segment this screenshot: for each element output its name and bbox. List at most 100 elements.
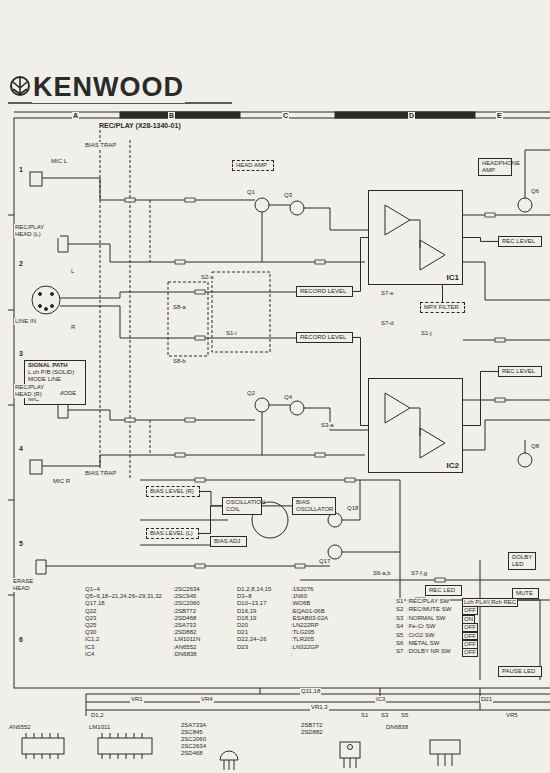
box-text: REC LED xyxy=(429,587,458,594)
part-label: S1 xyxy=(360,712,369,719)
box-text: IC2 xyxy=(447,461,459,470)
box-text: BIAS ADJ xyxy=(214,538,243,545)
part-label: Q1 xyxy=(246,189,256,196)
part-label: R xyxy=(70,324,76,331)
part-label: D20 xyxy=(236,622,249,629)
part-label: S7-d xyxy=(380,320,395,327)
part-label: Q23 xyxy=(84,615,97,622)
resistor-symbol xyxy=(125,198,135,202)
function-box: PAUSE LED xyxy=(498,666,542,677)
function-box: BIAS LEVEL (R) xyxy=(146,486,200,497)
part-label: 2SA733A 2SC845 2SC2060 2SC2634 2SD468 xyxy=(180,722,216,756)
part-label: S3 xyxy=(395,615,404,622)
ic-block: IC1 xyxy=(368,190,463,285)
grid-marker: 4 xyxy=(18,445,24,453)
mic-jack xyxy=(30,172,42,186)
resistor-symbol xyxy=(195,336,205,340)
part-label: S2-a xyxy=(200,274,215,281)
part-label: S1-j xyxy=(420,330,433,337)
part-label: S8-a xyxy=(172,304,187,311)
part-label: 2SB772 2SD882 xyxy=(300,722,336,736)
part-label: Q8 xyxy=(530,443,540,450)
transistor-symbol xyxy=(255,198,532,559)
part-label: OFF xyxy=(462,648,478,657)
part-label: Q11,18 xyxy=(300,688,321,695)
resistor-symbol xyxy=(315,453,325,457)
box-text: BIAS LEVEL (L) xyxy=(150,530,195,537)
transistor-package xyxy=(220,740,460,770)
box-text: DOLBY LED xyxy=(512,554,532,568)
function-box: HEAD AMP xyxy=(232,160,274,171)
part-label: D23 xyxy=(236,644,249,651)
resistor-symbol xyxy=(195,564,205,568)
function-box: OSCILLATION COIL xyxy=(222,497,262,515)
resistor-symbol xyxy=(125,418,135,422)
part-label: D1,2,8,14,15 xyxy=(236,586,272,593)
brand-logo: KENWOOD xyxy=(32,72,185,103)
part-label: S3-a xyxy=(320,422,335,429)
box-text: RECORD LEVEL xyxy=(300,288,349,295)
part-label: :REC/MUTE SW xyxy=(406,606,452,613)
part-label: ERASE HEAD xyxy=(12,578,44,592)
ic-block: IC2 xyxy=(368,378,463,473)
part-label: :TLR205 xyxy=(290,636,315,643)
part-label: VR1 xyxy=(130,696,144,703)
grid-marker: D xyxy=(408,112,415,120)
function-box: SIGNAL PATHL ch P/B (SOLID) MODE LINER c… xyxy=(24,360,86,405)
wire-connector xyxy=(262,505,292,506)
erase-head xyxy=(36,560,46,574)
part-label: :2SC2634 xyxy=(172,586,201,593)
part-label: S7-e xyxy=(380,290,395,297)
box-text: MUTE xyxy=(516,590,535,597)
part-label: Q4 xyxy=(283,394,293,401)
part-label: L xyxy=(70,268,75,275)
grid-marker: 5 xyxy=(18,540,24,548)
function-box: REC LED xyxy=(425,585,462,596)
part-label: IC3 xyxy=(84,644,95,651)
grid-marker: E xyxy=(496,112,503,120)
part-label: S7 xyxy=(395,648,404,655)
box-text: MPX FILTER xyxy=(424,304,461,311)
grid-marker: 2 xyxy=(18,260,24,268)
switch-s1 xyxy=(212,272,270,352)
part-label: Q6 xyxy=(530,188,540,195)
grid-marker: C xyxy=(282,112,289,120)
part-label: S1 xyxy=(395,598,404,605)
part-label: :NORMAL SW xyxy=(406,615,446,622)
part-label: :2SC945 xyxy=(172,593,197,600)
resistor-symbol xyxy=(485,213,495,217)
part-label: :LM1011N xyxy=(172,636,201,643)
part-label: LM1011 xyxy=(88,724,111,731)
part-label: :1N60 xyxy=(290,593,308,600)
din-jack xyxy=(32,286,60,314)
box-text: HEAD AMP xyxy=(236,162,270,169)
part-label: S6-a,b xyxy=(372,570,392,577)
wire-connector xyxy=(353,337,368,425)
part-label: Q2 xyxy=(246,390,256,397)
part-label: Q18 xyxy=(346,505,359,512)
part-label: AN6552 xyxy=(8,724,32,731)
part-label: Q22 xyxy=(84,608,97,615)
grid-marker: 3 xyxy=(18,350,24,358)
part-label: :2SD882 xyxy=(172,629,197,636)
part-label: BIAS TRAP xyxy=(84,142,117,149)
grid-marker: 6 xyxy=(18,636,24,644)
part-label: :Fe-Cr SW xyxy=(406,623,436,630)
part-label: Q1~4 xyxy=(84,586,101,593)
part-label: Q25 xyxy=(84,622,97,629)
function-box: BIAS ADJ xyxy=(210,536,247,547)
wire-connector xyxy=(463,238,498,242)
part-label: D1,2 xyxy=(90,712,105,719)
part-label: S8-b xyxy=(172,358,187,365)
part-label: :2SC2060 xyxy=(172,600,201,607)
part-label: Q5~6,18~21,24,26~29,31,32 xyxy=(84,593,163,600)
wire-connector xyxy=(199,506,222,534)
harness xyxy=(86,688,550,716)
function-box: RECORD LEVEL xyxy=(296,286,353,297)
switch-s8 xyxy=(168,282,208,356)
part-label: D21 xyxy=(236,629,249,636)
part-label: :2SB772 xyxy=(172,608,197,615)
part-label: :WO6B xyxy=(290,600,311,607)
schematic-title: REC/PLAY (X28-1340-01) xyxy=(98,122,182,130)
part-label: D22,24~26 xyxy=(236,636,268,643)
